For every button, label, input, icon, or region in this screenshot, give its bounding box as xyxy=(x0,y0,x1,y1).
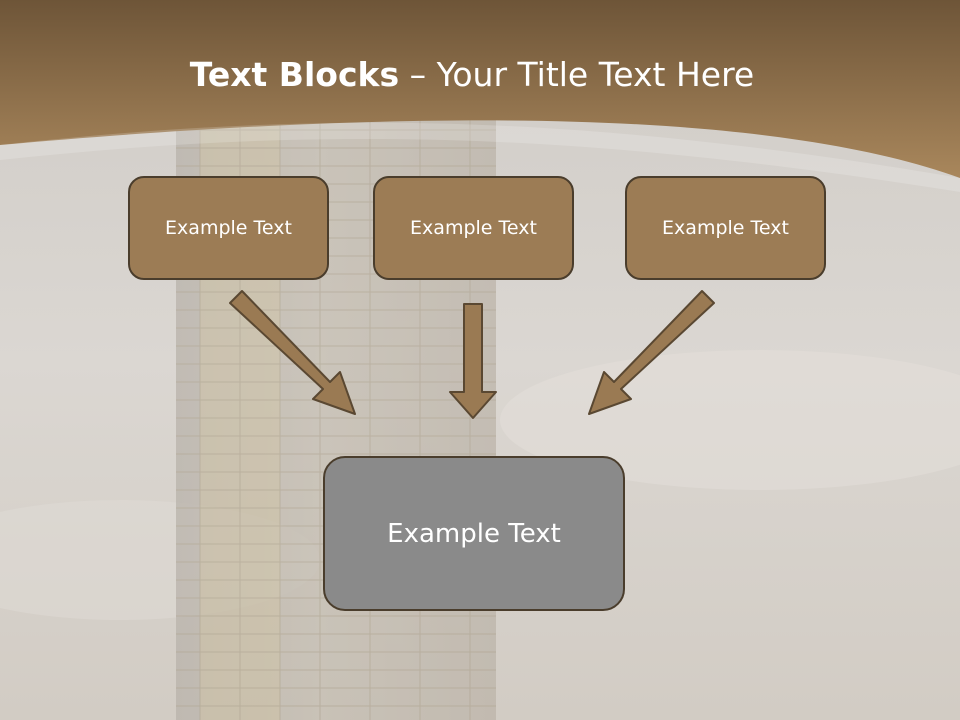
text-block-2: Example Text xyxy=(373,176,574,280)
text-block-1-label: Example Text xyxy=(165,217,292,239)
title-dash: – xyxy=(399,55,437,94)
title-rest-part: Your Title Text Here xyxy=(436,55,755,94)
text-block-3-label: Example Text xyxy=(662,217,789,239)
header-band xyxy=(0,0,960,178)
text-block-3: Example Text xyxy=(625,176,826,280)
header-curve-highlight xyxy=(0,122,960,192)
text-block-2-label: Example Text xyxy=(410,217,537,239)
result-block-label: Example Text xyxy=(387,518,561,549)
result-block: Example Text xyxy=(323,456,625,611)
slide-title: Text Blocks – Your Title Text Here xyxy=(0,52,944,98)
title-bold-part: Text Blocks xyxy=(189,55,400,94)
text-block-1: Example Text xyxy=(128,176,329,280)
